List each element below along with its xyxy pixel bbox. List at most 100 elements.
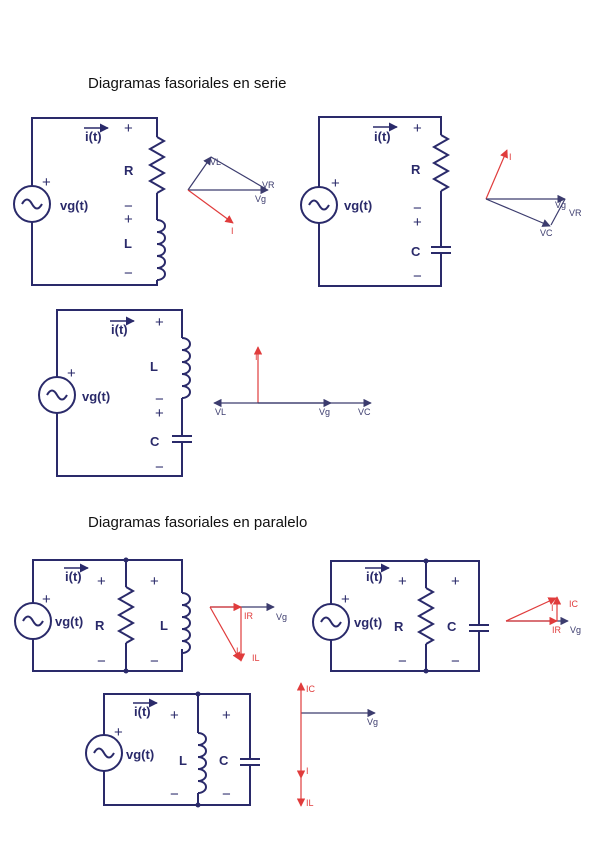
minus-sign: − (124, 265, 133, 282)
plus-sign: + (114, 724, 123, 741)
phasor-vl-vr-sum (210, 156, 267, 190)
phasor-label-vg: Vg (276, 612, 287, 622)
resistor (416, 587, 436, 645)
capacitor-label: C (411, 244, 421, 259)
inductor-label: L (150, 359, 158, 374)
inductor (156, 219, 166, 281)
phasor-label-i: I (306, 766, 309, 776)
phasor-label-vl: VL (210, 157, 221, 167)
phasor-label-i: I (236, 646, 239, 656)
plus-sign: + (170, 707, 179, 724)
phasor-label-vr: VR (569, 208, 582, 218)
inductor (181, 337, 191, 399)
phasor-label-ir: IR (552, 625, 562, 635)
plus-sign: + (150, 573, 159, 590)
phasor-label-ic: IC (306, 684, 316, 694)
minus-sign: − (97, 653, 106, 670)
phasor-label-vc: VC (358, 407, 371, 417)
plus-sign: + (67, 365, 76, 382)
series-heading: Diagramas fasoriales en serie (88, 75, 287, 92)
capacitor-label: C (447, 619, 457, 634)
parallel-heading: Diagramas fasoriales en paralelo (88, 514, 308, 531)
phasor-diagram-parallel-rc (505, 596, 569, 626)
plus-sign: + (398, 573, 407, 590)
plus-sign: + (42, 174, 51, 191)
circuit-parallel-rl (14, 559, 191, 672)
phasor-label-i: I (231, 226, 234, 236)
inductor (181, 592, 191, 654)
phasor-label-i: I (551, 603, 554, 613)
capacitor (240, 758, 260, 766)
ac-source-icon (300, 186, 338, 224)
resistor-label: R (95, 618, 105, 633)
plus-sign: + (413, 214, 422, 231)
minus-sign: − (451, 653, 460, 670)
phasor-diagram-series-rc (485, 149, 566, 227)
phasor-i (187, 189, 234, 224)
phasor-label-vr: VR (262, 180, 275, 190)
phasor-vc (485, 198, 551, 227)
plus-sign: + (331, 175, 340, 192)
plus-sign: + (155, 314, 164, 331)
phasor-diagram-parallel-rl (209, 602, 275, 662)
phasor-label-vc: VC (540, 228, 553, 238)
capacitor-label: C (150, 434, 160, 449)
ac-source-icon (312, 603, 350, 641)
phasor-vg (550, 198, 566, 226)
phasor-label-vl: VL (215, 407, 226, 417)
capacitor-label: C (219, 753, 229, 768)
inductor-label: L (160, 618, 168, 633)
ac-source-icon (85, 734, 123, 772)
phasor-diagram-series-lc (213, 346, 372, 408)
minus-sign: − (124, 198, 133, 215)
phasor-label-ir: IR (244, 611, 254, 621)
plus-sign: + (413, 120, 422, 137)
resistor-label: R (411, 162, 421, 177)
plus-sign: + (222, 707, 231, 724)
minus-sign: − (155, 391, 164, 408)
phasor-label-vg: Vg (319, 407, 330, 417)
source-label: vg(t) (60, 198, 88, 213)
minus-sign: − (155, 459, 164, 476)
phasor-label-il: IL (252, 653, 260, 663)
minus-sign: − (222, 786, 231, 803)
source-label: vg(t) (55, 614, 83, 629)
phasor-i (209, 606, 241, 661)
phasor-i (485, 149, 508, 200)
capacitor (469, 624, 489, 632)
plus-sign: + (341, 591, 350, 608)
current-label: i(t) (134, 704, 151, 719)
resistor (431, 134, 451, 192)
minus-sign: − (170, 786, 179, 803)
resistor-label: R (124, 163, 134, 178)
plus-sign: + (42, 591, 51, 608)
circuit-series-rc (300, 116, 451, 287)
current-label: i(t) (111, 322, 128, 337)
circuit-series-rl (13, 117, 167, 286)
inductor (197, 732, 207, 794)
current-label: i(t) (374, 129, 391, 144)
minus-sign: − (398, 653, 407, 670)
phasor-label-vg: Vg (570, 625, 581, 635)
circuit-series-lc (38, 309, 192, 477)
resistor-label: R (394, 619, 404, 634)
circuit-parallel-rc (312, 560, 489, 672)
circuit-parallel-lc (85, 693, 260, 806)
phasor-label-vg: Vg (255, 194, 266, 204)
phasor-label-i: I (255, 352, 258, 362)
minus-sign: − (413, 268, 422, 285)
phasor-label-il: IL (306, 798, 314, 808)
inductor-label: L (124, 236, 132, 251)
plus-sign: + (451, 573, 460, 590)
phasor-vl (187, 156, 212, 191)
plus-sign: + (155, 405, 164, 422)
minus-sign: − (413, 200, 422, 217)
inductor-label: L (179, 753, 187, 768)
phasor-label-i: I (509, 152, 512, 162)
plus-sign: + (97, 573, 106, 590)
ac-source-icon (13, 185, 51, 223)
source-label: vg(t) (126, 747, 154, 762)
current-label: i(t) (366, 569, 383, 584)
phasor-label-vg: Vg (555, 200, 566, 210)
